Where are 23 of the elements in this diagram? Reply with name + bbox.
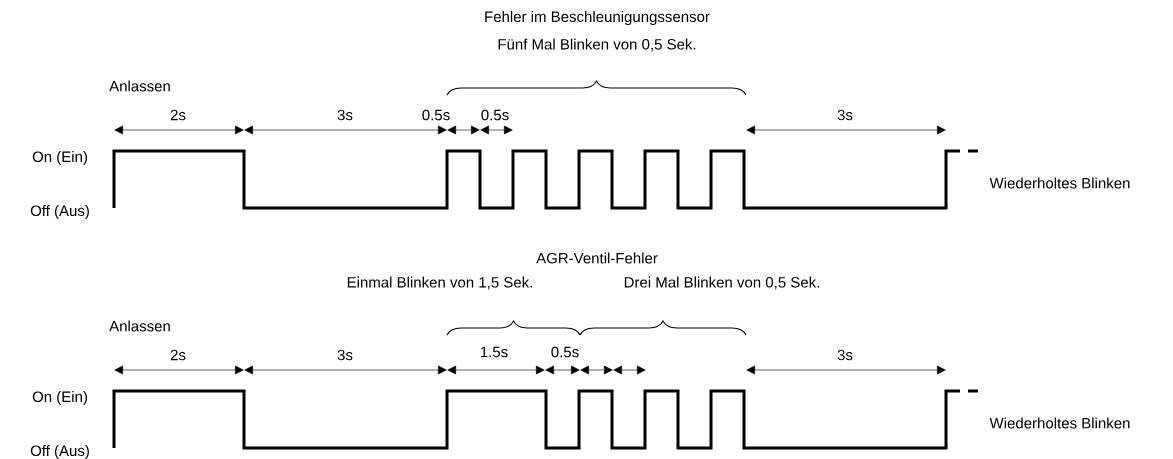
label-text: 3s bbox=[337, 349, 353, 361]
label-text: Fehler im Beschleunigungssensor bbox=[485, 11, 710, 25]
label-text: 0.5s bbox=[481, 109, 509, 121]
label-text: 3s bbox=[837, 349, 853, 361]
label-text: 1.5s bbox=[481, 346, 508, 358]
label-text: 2s bbox=[170, 349, 186, 361]
label-text: 0.5s bbox=[551, 346, 579, 358]
label-text: Wiederholtes Blinken bbox=[989, 417, 1130, 429]
label-text: Fünf Mal Blinken von 0,5 Sek. bbox=[498, 38, 696, 52]
label-text: Einmal Blinken von 1,5 Sek. bbox=[347, 276, 532, 290]
label-text: 2s bbox=[170, 109, 186, 121]
label-text: Off (Aus) bbox=[30, 445, 89, 459]
label-text: Anlassen bbox=[109, 320, 170, 332]
label-text: Drei Mal Blinken von 0,5 Sek. bbox=[624, 276, 819, 290]
label-text: Wiederholtes Blinken bbox=[989, 177, 1130, 189]
label-text: Anlassen bbox=[109, 80, 170, 92]
label-text: 3s bbox=[837, 109, 853, 121]
label-text: On (Ein) bbox=[32, 391, 87, 405]
label-text: 3s bbox=[337, 109, 353, 121]
label-text: 0.5s bbox=[422, 109, 450, 121]
label-text: On (Ein) bbox=[32, 151, 87, 165]
label-text: Off (Aus) bbox=[30, 205, 89, 219]
label-text: AGR-Ventil-Fehler bbox=[536, 252, 658, 264]
